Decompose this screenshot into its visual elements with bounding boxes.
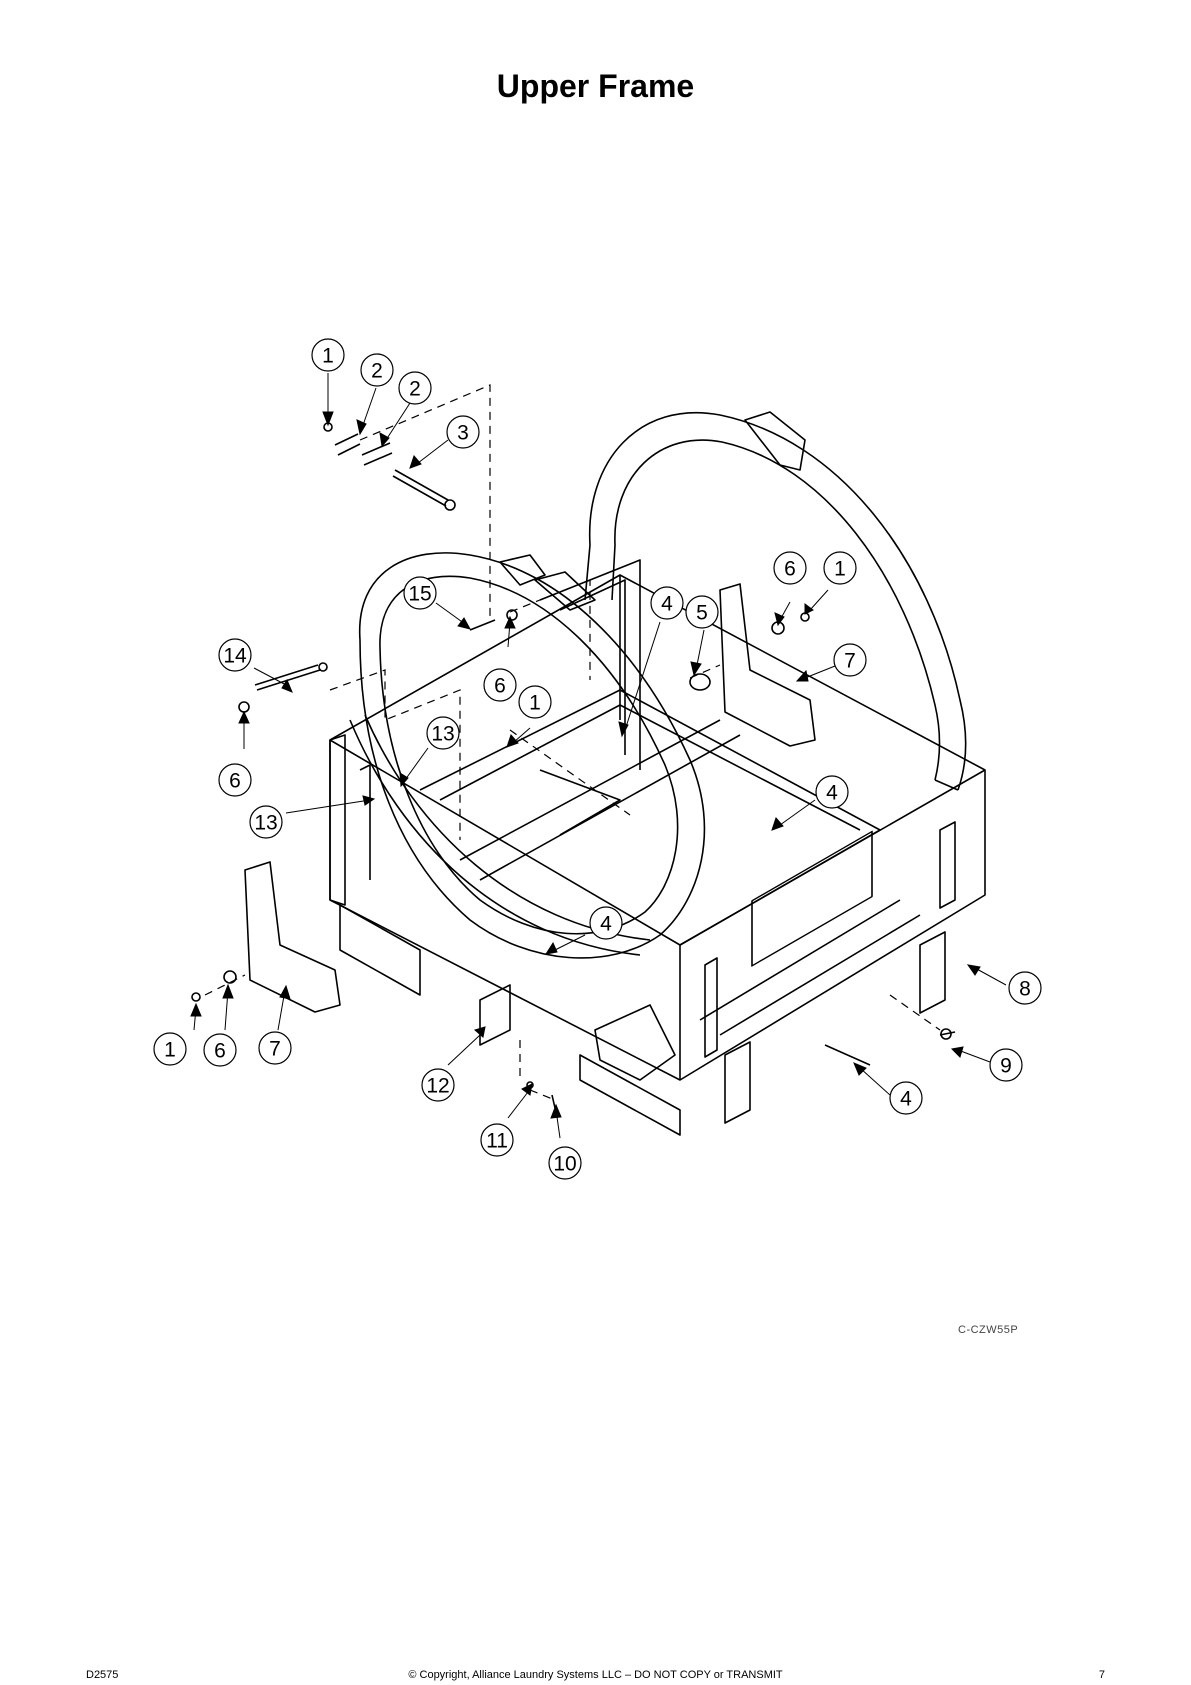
callout-6-center bbox=[483, 668, 517, 702]
callout-6-left bbox=[218, 763, 252, 797]
callout-2-a bbox=[360, 353, 394, 387]
callout-6-right bbox=[773, 551, 807, 585]
callout-label: 1 bbox=[164, 1039, 176, 1062]
footer-copyright: © Copyright, Alliance Laundry Systems LL… bbox=[408, 1669, 783, 1681]
callout-14 bbox=[218, 638, 252, 672]
callout-label: 4 bbox=[661, 593, 673, 616]
callout-label: 7 bbox=[844, 650, 856, 673]
callout-label: 1 bbox=[834, 558, 846, 581]
footer-doc-number: D2575 bbox=[86, 1669, 119, 1681]
callout-label: 14 bbox=[223, 645, 247, 668]
callout-label: 4 bbox=[600, 913, 612, 936]
callout-11 bbox=[480, 1123, 514, 1157]
callout-1-top bbox=[311, 338, 345, 372]
callout-label: 1 bbox=[529, 692, 541, 715]
callout-label: 9 bbox=[1000, 1055, 1012, 1078]
callout-1-center bbox=[518, 685, 552, 719]
callout-13-a bbox=[426, 716, 460, 750]
callout-6-bottom bbox=[203, 1033, 237, 1067]
callout-1-bottom bbox=[153, 1032, 187, 1066]
footer-page-number: 7 bbox=[1098, 1669, 1105, 1681]
callout-13-b bbox=[249, 805, 283, 839]
callout-9 bbox=[989, 1048, 1023, 1082]
callout-4-center bbox=[589, 906, 623, 940]
callout-2-b bbox=[398, 371, 432, 405]
callout-label: 2 bbox=[409, 378, 421, 401]
callout-label: 10 bbox=[553, 1153, 576, 1176]
callout-label: 6 bbox=[784, 558, 796, 581]
callout-label: 11 bbox=[486, 1130, 508, 1153]
callout-label: 8 bbox=[1019, 978, 1031, 1001]
callout-label: 1 bbox=[322, 345, 334, 368]
callout-4-right bbox=[815, 775, 849, 809]
callout-label: 13 bbox=[431, 723, 454, 746]
callout-label: 6 bbox=[214, 1040, 226, 1063]
callout-4-top bbox=[650, 586, 684, 620]
page-title: Upper Frame bbox=[496, 68, 695, 104]
callout-1-right bbox=[823, 551, 857, 585]
callout-label: 7 bbox=[269, 1038, 281, 1061]
callout-label: 13 bbox=[254, 812, 277, 835]
callout-label: 15 bbox=[408, 583, 431, 606]
callout-label: 4 bbox=[900, 1088, 912, 1111]
callout-label: 6 bbox=[494, 675, 506, 698]
callout-label: 2 bbox=[371, 360, 383, 383]
callout-3 bbox=[446, 415, 480, 449]
callout-12 bbox=[421, 1068, 455, 1102]
callout-label: 3 bbox=[457, 422, 469, 445]
callout-label: 5 bbox=[696, 602, 708, 625]
callout-label: 12 bbox=[426, 1075, 449, 1098]
callout-15 bbox=[403, 576, 437, 610]
callout-10 bbox=[548, 1146, 582, 1180]
callout-8 bbox=[1008, 971, 1042, 1005]
callout-7-right bbox=[833, 643, 867, 677]
callout-label: 4 bbox=[826, 782, 838, 805]
drawing-code: C-CZW55P bbox=[958, 1324, 1019, 1336]
callout-label: 6 bbox=[229, 770, 241, 793]
callout-5 bbox=[685, 595, 719, 629]
callout-4-bottom bbox=[889, 1081, 923, 1115]
callout-7-left bbox=[258, 1031, 292, 1065]
